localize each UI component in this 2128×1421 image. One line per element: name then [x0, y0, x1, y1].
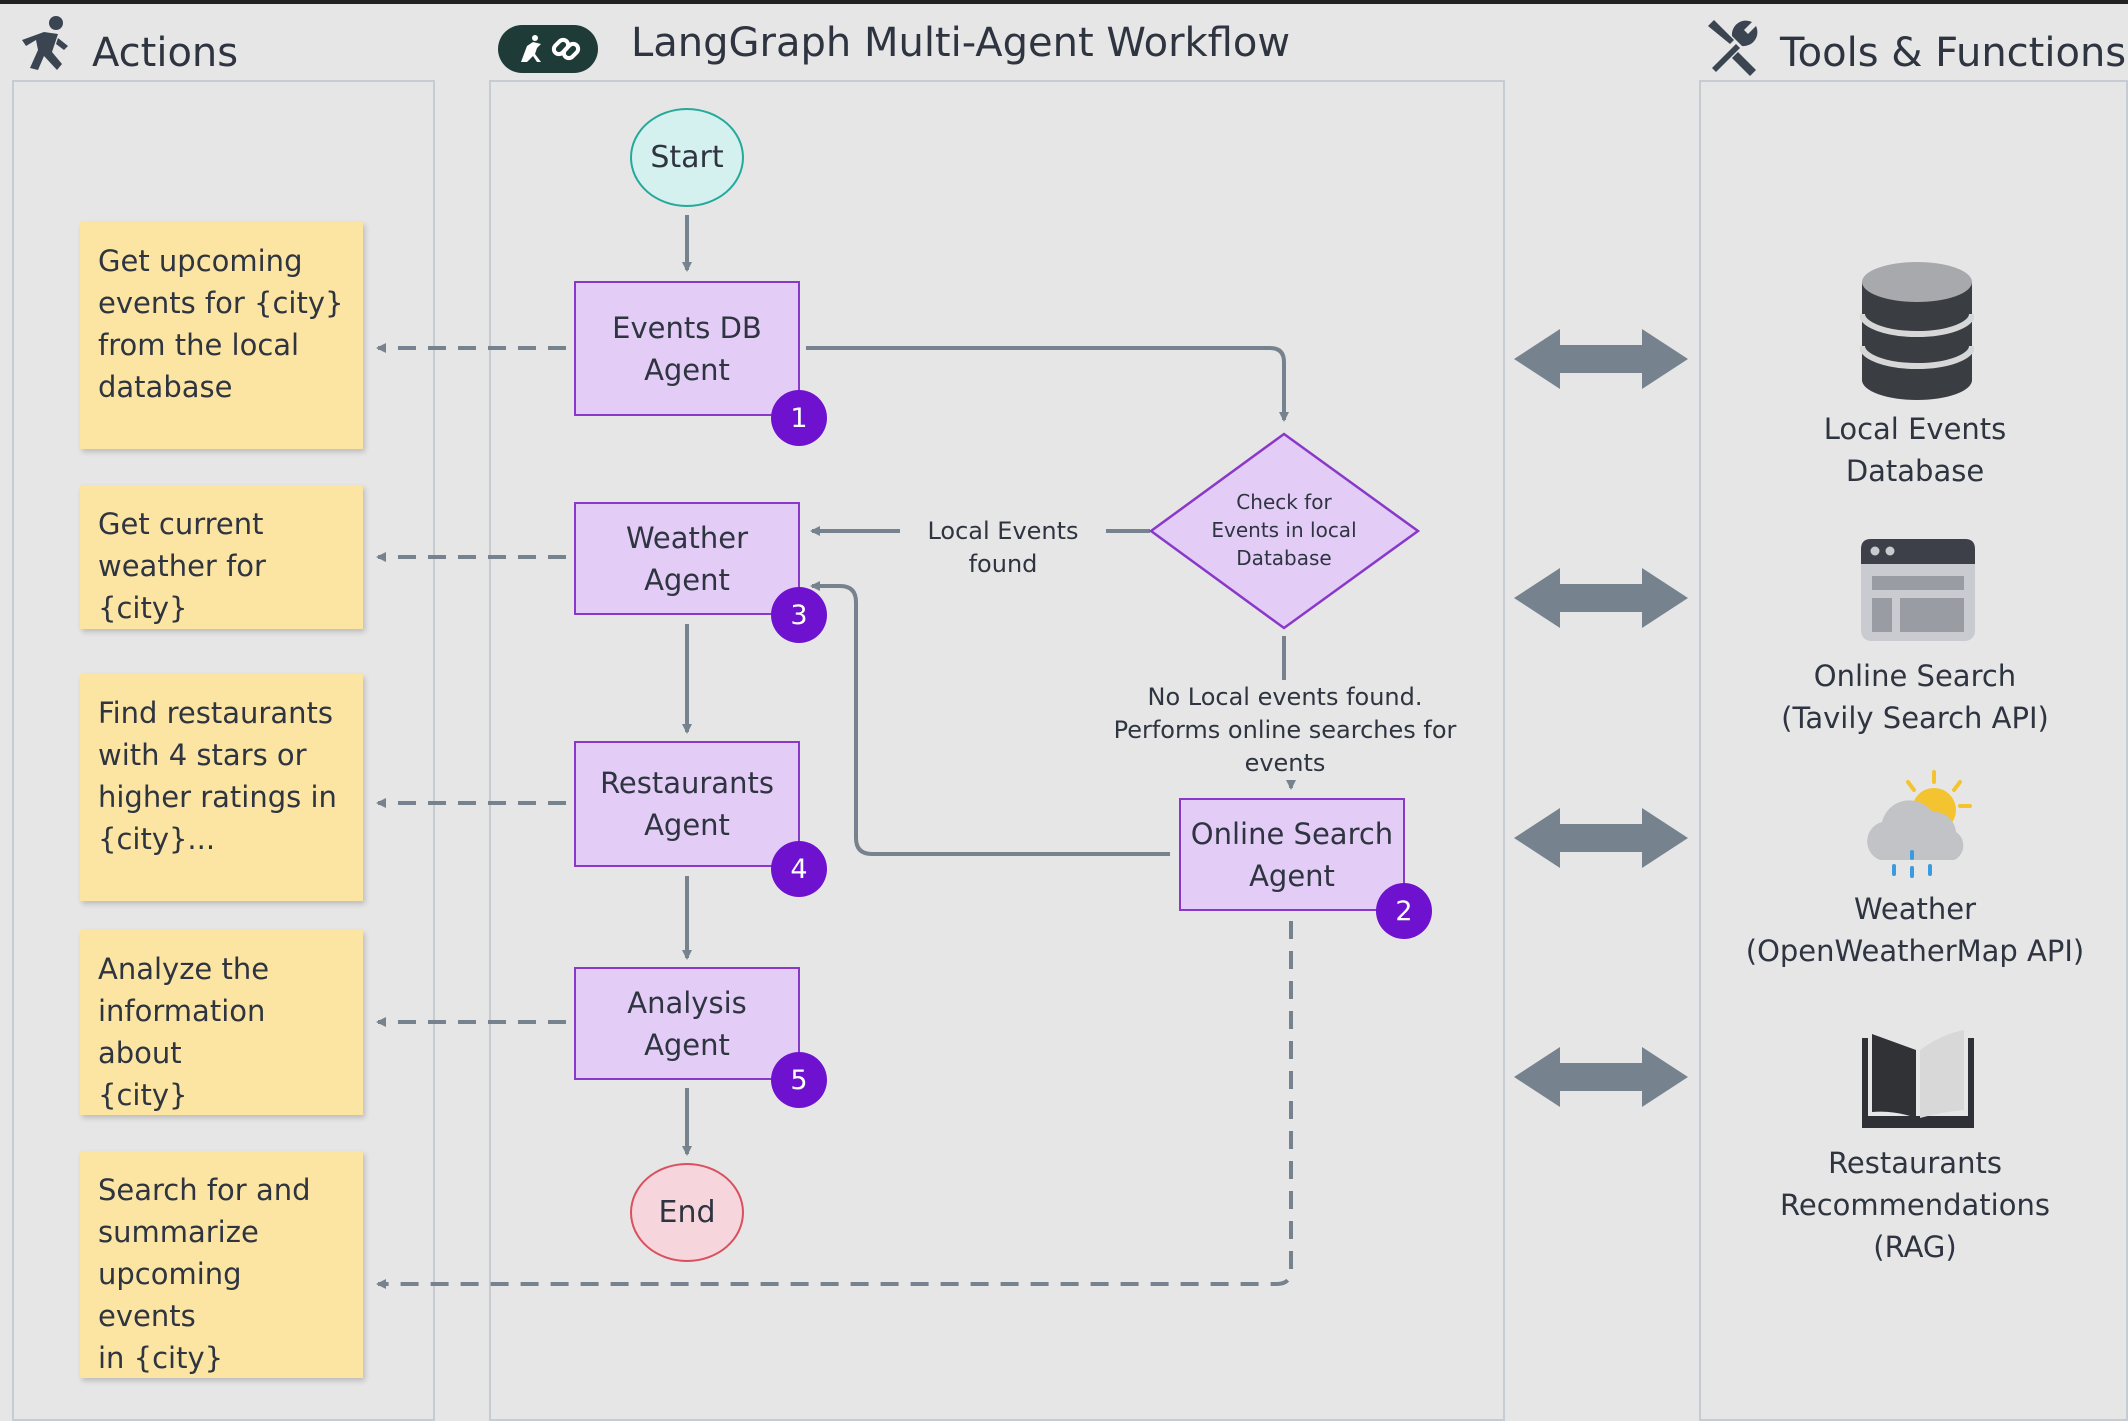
- tool-label-weather: Weather (OpenWeatherMap API): [1745, 892, 2085, 968]
- badge-2: 2: [1376, 883, 1432, 939]
- badge-5: 5: [771, 1052, 827, 1108]
- browser-window-icon: [1861, 539, 1975, 641]
- tool-label-restaurants-rag: Restaurants Recommendations (RAG): [1780, 1146, 2050, 1264]
- weather-agent: Weather Agent: [574, 502, 800, 615]
- end-node: End: [630, 1163, 744, 1262]
- double-arrow-db: [1514, 329, 1688, 389]
- events-db-agent: Events DB Agent: [574, 281, 800, 416]
- restaurants-agent: Restaurants Agent: [574, 741, 800, 867]
- action-note-restaurants: Find restaurants with 4 stars or higher …: [80, 674, 363, 901]
- start-node: Start: [630, 108, 744, 207]
- edge-events-to-decision: [806, 346, 1289, 422]
- action-note-online-search: Search for and summarize upcoming events…: [80, 1151, 363, 1378]
- edge-online-search-to-weather: [810, 581, 1170, 856]
- badge-1: 1: [771, 390, 827, 446]
- decision-label: Check for Events in local Database: [1211, 490, 1357, 570]
- analysis-agent: Analysis Agent: [574, 967, 800, 1080]
- edge-label-no-local-events: No Local events found. Performs online s…: [1080, 681, 1490, 780]
- online-search-agent: Online Search Agent: [1179, 798, 1405, 911]
- badge-3: 3: [771, 587, 827, 643]
- decision-diamond: [1148, 432, 1421, 630]
- tools-header: Tools & Functions: [1780, 30, 2127, 76]
- open-book-icon: [1862, 1030, 1974, 1128]
- badge-4: 4: [771, 841, 827, 897]
- workflow-header: LangGraph Multi-Agent Workflow: [631, 20, 1291, 66]
- action-note-analysis: Analyze the information about {city}: [80, 930, 363, 1115]
- action-note-events-db: Get upcoming events for {city} from the …: [80, 222, 363, 449]
- double-arrow-search: [1514, 568, 1688, 628]
- actions-header: Actions: [92, 30, 239, 76]
- langgraph-logo-icon: [498, 25, 598, 73]
- tool-label-local-events-db: Local Events Database: [1823, 412, 2007, 488]
- tool-label-online-search: Online Search (Tavily Search API): [1781, 659, 2049, 735]
- database-icon: [1860, 262, 1974, 400]
- tools-wrench-screwdriver-icon: [1708, 20, 1758, 76]
- edge-label-local-events-found: Local Events found: [900, 515, 1106, 581]
- dashed-online-search-to-note: [376, 921, 1293, 1289]
- action-note-weather: Get current weather for {city}: [80, 485, 363, 629]
- double-arrow-weather: [1514, 808, 1688, 868]
- double-arrow-rag: [1514, 1047, 1688, 1107]
- top-border: [0, 0, 2128, 4]
- weather-cloud-sun-rain-icon: [1867, 770, 1972, 878]
- running-person-icon: [22, 16, 68, 70]
